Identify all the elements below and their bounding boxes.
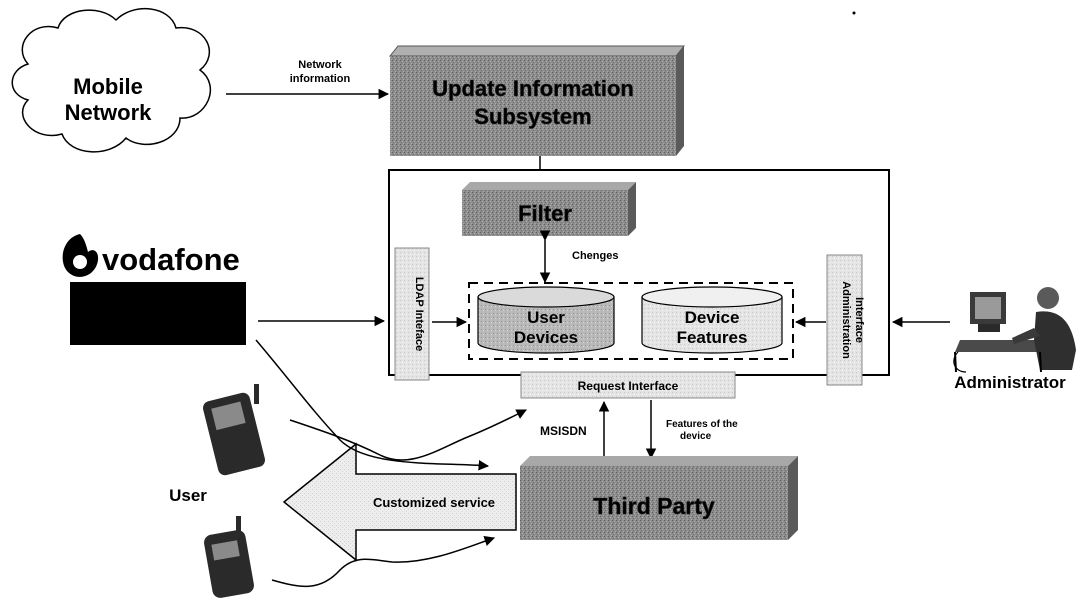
mobile-network-cloud: Mobile Network (12, 9, 210, 152)
admin-interface-line2: Interface (853, 297, 865, 343)
features-of-device-line1: Features of the (666, 419, 738, 430)
vodafone-logo: vodafone (63, 234, 246, 345)
update-subsystem-line1: Update Information (432, 76, 634, 101)
vodafone-label: vodafone (102, 242, 240, 277)
features-of-device-line2: device (680, 431, 712, 442)
device-features-line2: Features (677, 328, 748, 347)
user-devices-line1: User (527, 308, 565, 327)
ldap-interface: LDAP Inteface (395, 248, 429, 380)
update-information-subsystem: Update Information Subsystem (390, 46, 684, 156)
mobile-phone-2-icon (203, 516, 255, 599)
user-devices-database: User Devices (478, 287, 614, 353)
update-subsystem-line2: Subsystem (474, 104, 591, 129)
filter-box: Filter (462, 182, 636, 236)
third-party-box: Third Party (520, 456, 798, 540)
stray-mark (853, 12, 856, 15)
request-interface: Request Interface (521, 372, 735, 398)
network-information-line2: information (290, 73, 351, 85)
phone2-to-third-party-curve (272, 538, 494, 586)
user-devices-line2: Devices (514, 328, 578, 347)
mobile-network-label-line1: Mobile (73, 74, 143, 99)
request-interface-label: Request Interface (578, 379, 679, 393)
device-features-database: Device Features (642, 287, 782, 353)
mobile-phone-icon (202, 384, 267, 477)
admin-interface-line1: Administration (840, 281, 852, 359)
phone-to-request-curve (290, 410, 526, 460)
mobile-network-label-line2: Network (65, 100, 153, 125)
administrator-label: Administrator (954, 373, 1066, 392)
administration-interface: Administration Interface (827, 255, 865, 385)
ldap-interface-label: LDAP Inteface (413, 277, 425, 351)
msisdn-label: MSISDN (540, 424, 587, 438)
customized-service-label: Customized service (373, 495, 495, 510)
network-information-line1: Network (298, 59, 342, 71)
user-label: User (169, 486, 207, 505)
changes-label: Chenges (572, 250, 618, 262)
device-features-line1: Device (685, 308, 740, 327)
filter-label: Filter (518, 201, 572, 226)
third-party-label: Third Party (593, 493, 715, 519)
administrator-figure (954, 287, 1076, 372)
